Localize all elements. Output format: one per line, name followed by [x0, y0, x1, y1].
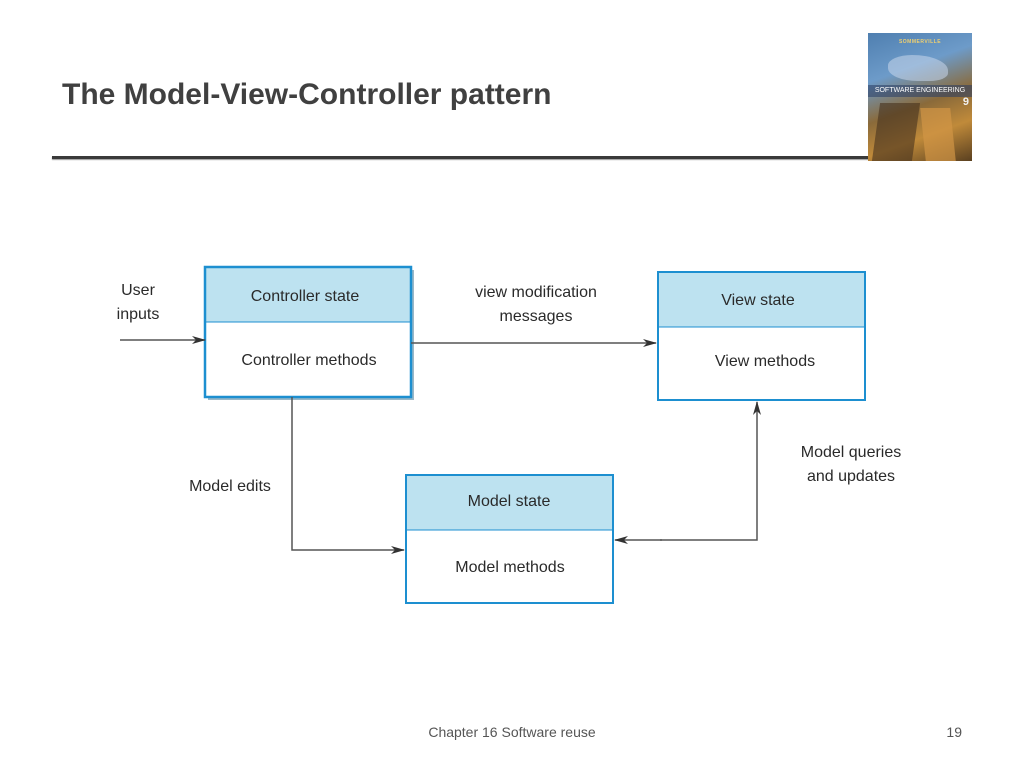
view-box: View state View methods	[657, 271, 866, 401]
view-state-label: View state	[721, 292, 795, 309]
model-edits-label: Model edits	[189, 478, 271, 495]
model-methods-body	[406, 530, 613, 603]
book-cover-image: SOMMERVILLE SOFTWARE ENGINEERING 9	[868, 33, 972, 161]
model-state-label: Model state	[468, 493, 551, 510]
model-queries-label-line1: Model queries	[801, 444, 902, 461]
controller-box-border	[203, 265, 413, 399]
page-number: 19	[946, 724, 962, 740]
view-box-border	[657, 271, 866, 401]
model-methods-label: Model methods	[455, 559, 564, 576]
slide-title: The Model-View-Controller pattern	[62, 78, 552, 111]
view-modification-label-line2: messages	[500, 308, 573, 325]
model-box-border	[405, 474, 614, 604]
cover-title: SOFTWARE ENGINEERING	[874, 87, 966, 94]
cover-brand: SOMMERVILLE	[898, 39, 942, 45]
slide-footer: Chapter 16 Software reuse	[428, 724, 596, 740]
view-methods-label: View methods	[715, 353, 815, 370]
user-inputs-label-line2: inputs	[117, 306, 160, 323]
controller-state-label: Controller state	[251, 288, 360, 305]
view-methods-body	[658, 327, 865, 400]
model-edits-arrow	[291, 397, 405, 554]
controller-methods-label: Controller methods	[241, 352, 376, 369]
cover-sky-shape	[888, 55, 948, 81]
model-queries-label-line2: and updates	[807, 468, 895, 485]
user-inputs-label-line1: User	[121, 282, 155, 299]
controller-methods-body	[205, 322, 411, 397]
cover-band	[868, 85, 972, 97]
title-underline	[52, 156, 872, 159]
controller-box: Controller state Controller methods	[203, 265, 414, 400]
controller-state-header	[205, 267, 411, 322]
model-state-header	[406, 475, 613, 530]
model-queries-arrow-to-view	[660, 401, 761, 541]
view-state-header	[658, 272, 865, 327]
model-box: Model state Model methods	[405, 474, 614, 604]
cover-edition: 9	[962, 96, 969, 108]
view-modification-label-line1: view modification	[475, 284, 597, 301]
